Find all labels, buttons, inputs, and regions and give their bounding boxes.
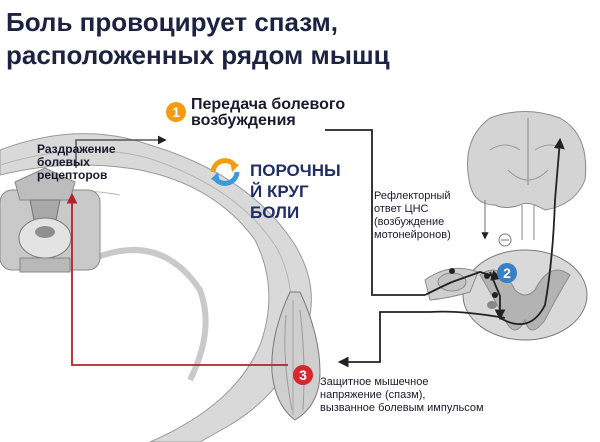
return-pathway <box>66 192 288 366</box>
title-line-2: расположенных рядом мышц <box>6 40 390 70</box>
step-3-badge: 3 <box>293 365 313 385</box>
step-2-label: Рефлекторный ответ ЦНС (возбуждение мото… <box>374 190 451 241</box>
muscle <box>271 291 321 421</box>
cycle-arrows-icon <box>210 158 240 186</box>
receptor-label: Раздражение болевых рецепторов <box>37 142 116 182</box>
step-3-label: Защитное мышечное напряжение (спазм), вы… <box>320 376 484 414</box>
step-2-badge: 2 <box>497 263 517 283</box>
vicious-circle-label: ПОРОЧНЫ Й КРУГ БОЛИ <box>250 161 341 222</box>
neural-pathway <box>75 129 565 368</box>
title-line-1: Боль провоцирует спазм, <box>6 7 339 37</box>
step-1-label: Передача болевого возбуждения <box>191 96 346 129</box>
step-1-badge: 1 <box>166 102 186 122</box>
page-title: Боль провоцирует спазм, расположенных ря… <box>6 6 390 72</box>
vertebra <box>0 167 101 273</box>
